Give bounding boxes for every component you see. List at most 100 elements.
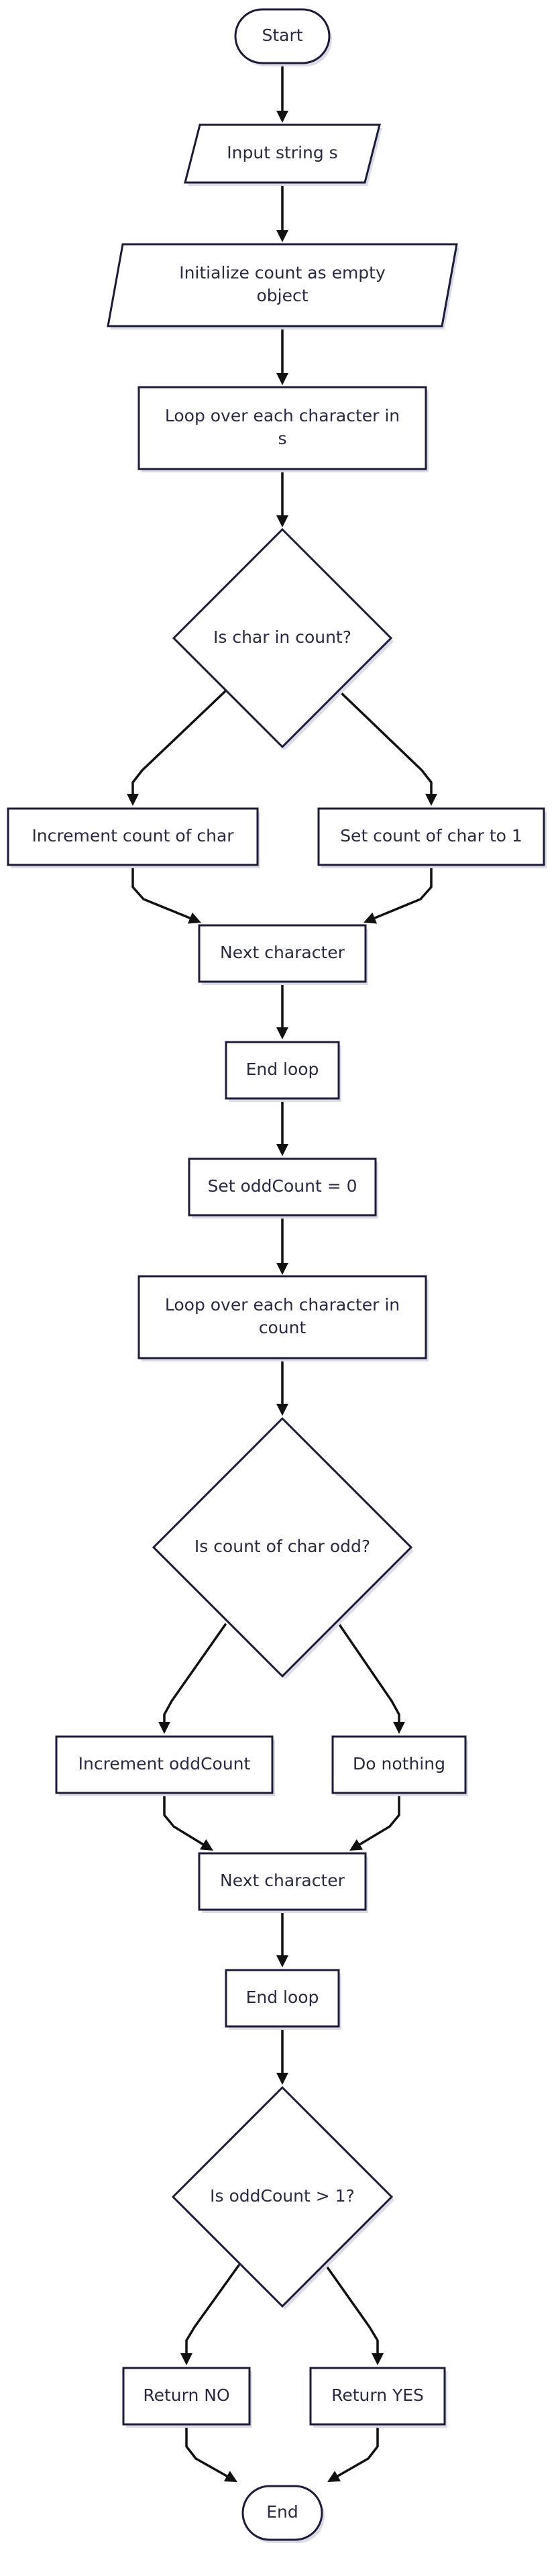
edge-line [325,2264,379,2355]
node-shape-stadium [241,2485,323,2541]
arrowhead [276,1144,288,1156]
node-shape-rect [317,807,545,866]
node-label: Set oddCount = 0 [207,1176,357,1196]
edge-input-to-init [276,181,288,242]
node-label: Loop over each character in [165,406,400,425]
arrowhead [276,515,288,527]
arrowhead [223,2471,237,2482]
edge-end2-to-dec3 [276,2025,288,2085]
node-shape-rect [188,1157,377,1217]
node-shape-para [184,123,381,184]
node-label: End loop [246,1060,319,1079]
node-label: Increment count of char [32,826,234,845]
node-label: Increment oddCount [78,1754,251,1773]
node-shape-diamond [152,1416,413,1678]
node-next2: Next character [198,1852,368,1913]
edge-nothing-to-next2 [349,1792,400,1851]
edge-start-to-input [276,62,288,123]
edge-dec3-to-retno [180,2264,240,2365]
node-dec2: Is count of char odd? [152,1416,414,1680]
edge-line [131,690,227,795]
node-shape-rect [137,386,427,470]
edge-loop2-to-dec2 [276,1357,288,1416]
edge-line [163,1792,205,1846]
node-label: object [256,286,308,305]
arrowhead [276,1027,288,1039]
edge-retyes-to-end [327,2423,379,2482]
node-end2: End loop [225,1969,341,2030]
edge-line [185,2264,240,2355]
edge-next1-to-end1 [276,980,288,1039]
edge-set1-to-next1 [364,864,433,924]
arrowhead [276,1263,288,1275]
node-init: Initialize count as empty object [107,243,459,329]
arrowhead [180,2353,192,2365]
node-shape-rect [331,1735,467,1794]
edge-inc-to-next1 [131,864,201,924]
arrowhead [276,373,288,385]
node-label: Next character [220,943,345,962]
node-label: Next character [220,1871,345,1890]
node-setodd: Set oddCount = 0 [188,1157,378,1219]
node-end: End [241,2485,325,2543]
node-next1: Next character [198,924,368,985]
arrowhead [276,111,288,123]
edge-line [373,864,433,919]
node-dec1: Is char in count? [172,527,394,750]
node-shape-rect [55,1735,274,1794]
node-shape-rect [7,807,259,866]
node-input: Input string s [184,123,382,186]
edge-line [338,690,433,795]
node-shape-rect [225,1969,340,2028]
node-dec3: Is oddCount > 1? [171,2085,394,2310]
node-shape-rect [198,1852,367,1911]
node-label: Do nothing [353,1754,445,1773]
edge-dec2-to-incodd [158,1623,227,1734]
node-inc: Increment count of char [7,807,260,868]
edge-dec3-to-retyes [325,2264,384,2365]
arrowhead [158,1722,170,1734]
edge-dec1-to-inc [127,690,227,806]
edge-line [163,1623,227,1723]
node-label: Is oddCount > 1? [210,2186,355,2206]
node-label: Is count of char odd? [194,1537,370,1556]
node-shape-rect [122,2367,251,2426]
node-label: End [266,2502,298,2522]
node-retyes: Return YES [309,2367,447,2428]
node-retno: Return NO [122,2367,252,2428]
edge-dec1-to-set1 [338,690,437,806]
node-label: Start [262,25,302,45]
node-label: Is char in count? [213,627,351,647]
edge-incodd-to-next2 [163,1792,213,1851]
node-end1: End loop [225,1041,341,1102]
edge-line [358,1792,400,1846]
node-start: Start [234,8,332,66]
node-label: s [278,429,286,448]
arrowhead [425,794,437,806]
edge-init-to-loop1 [276,325,288,385]
arrowhead [276,1404,288,1416]
edges-layer [127,62,437,2482]
node-shape-rect [137,1275,427,1359]
node-shape-rect [198,924,367,983]
arrowhead [127,794,139,806]
node-label: count [259,1318,306,1337]
node-loop1: Loop over each character in s [137,386,429,472]
node-shape-diamond [171,2085,394,2308]
arrowhead [187,912,201,924]
edge-line [185,2423,229,2477]
arrowhead [349,1839,364,1851]
node-label: Initialize count as empty [179,263,386,282]
edge-setodd-to-loop2 [276,1214,288,1275]
node-label: Return YES [331,2385,424,2405]
node-label: Input string s [227,143,337,162]
edge-retno-to-end [185,2423,237,2482]
edge-line [336,2423,379,2477]
arrowhead [276,1955,288,1967]
node-nothing: Do nothing [331,1735,468,1796]
edge-dec2-to-nothing [338,1623,405,1734]
node-incodd: Increment oddCount [55,1735,275,1796]
